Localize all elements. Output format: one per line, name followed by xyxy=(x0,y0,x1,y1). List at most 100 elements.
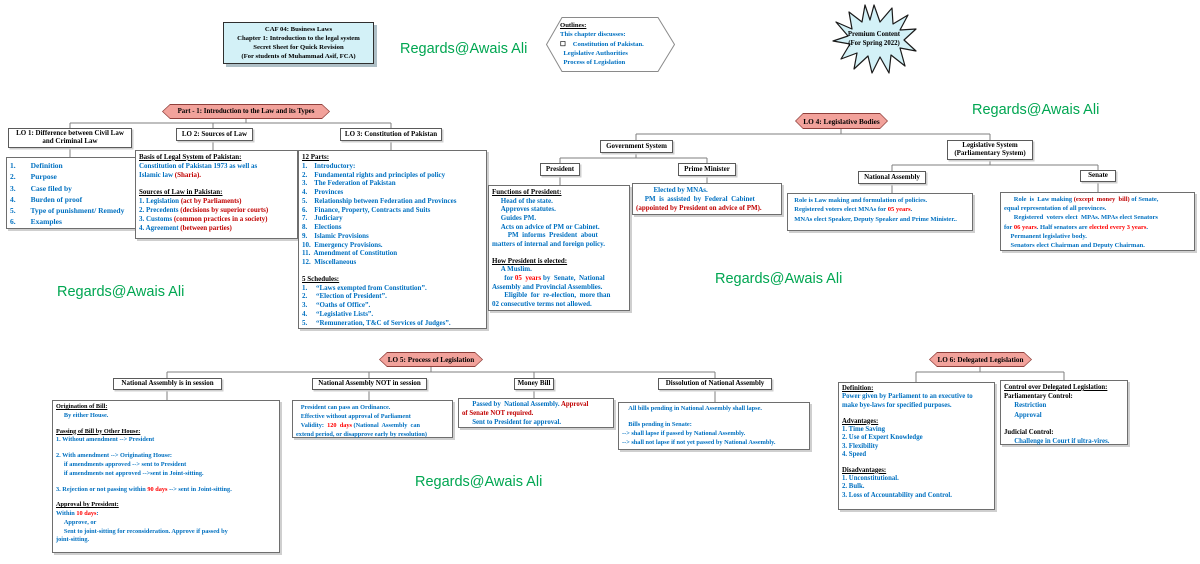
text-line: Premium Content xyxy=(847,31,901,38)
text-line: Bills pending in Senate: xyxy=(622,421,692,429)
text-line: 4. Speed xyxy=(842,450,867,458)
text-line: --> shall not lapse if not yet passed by… xyxy=(622,438,776,446)
watermark: Regards@Awais Ali xyxy=(57,284,185,300)
president-header: President xyxy=(540,163,580,176)
text-line: All bills pending in National Assembly s… xyxy=(622,405,762,412)
outlines-text: Outlines:This chapter discusses:☐ Consti… xyxy=(560,21,668,67)
text-line: Senators elect Chairman and Deputy Chair… xyxy=(1004,242,1145,250)
text-line: Role is Law making and formulation of po… xyxy=(791,197,928,204)
definition-box: Definition:Power given by Parliament to … xyxy=(838,382,995,510)
watermark: Regards@Awais Ali xyxy=(415,474,543,490)
text-line: President can pass an Ordinance. xyxy=(296,404,391,411)
text-line: Parliamentary Control: xyxy=(1004,393,1073,401)
lo4-header: LO 4: Legislative Bodies xyxy=(795,113,888,129)
text-line xyxy=(492,249,626,257)
watermark: Regards@Awais Ali xyxy=(400,41,528,57)
text-line: 1. Legislation (act by Parliaments) xyxy=(139,196,242,205)
text-line: Secret Sheet for Quick Revision xyxy=(253,44,344,51)
text-line: Head of the state. xyxy=(492,196,553,205)
text-line: Validity: 120 days (National Assembly ca… xyxy=(296,422,420,430)
control-box: Control over Delegated Legislation: Parli… xyxy=(1000,380,1128,445)
text-line xyxy=(56,420,276,427)
text-line: A Muslim. xyxy=(492,265,532,274)
text-line: Judicial Control: xyxy=(1004,428,1054,436)
text-line xyxy=(622,414,806,421)
text-line: of Senate NOT required. xyxy=(462,409,534,417)
text-line: Legislative Authorities xyxy=(560,49,628,57)
text-line: --> shall lapse if passed by National As… xyxy=(622,429,746,437)
text-line: for 05 years by Senate, National xyxy=(492,274,605,283)
text-line xyxy=(842,410,991,418)
text-line: Process of Legislation xyxy=(560,59,626,66)
text-line xyxy=(302,267,483,275)
text-line: 4. “Legislative Lists”. xyxy=(302,309,374,318)
text-line: 12. Miscellaneous xyxy=(302,258,357,266)
national-assembly-header: National Assembly xyxy=(858,171,926,184)
text-line: (For students of Muhammad Asif, FCA) xyxy=(241,53,356,61)
government-system-header: Government System xyxy=(600,140,673,153)
text-line: Elected by MNAs. xyxy=(636,186,708,194)
text-line: Power given by Parliament to an executiv… xyxy=(842,393,973,401)
text-line: PM is assisted by Federal Cabinet xyxy=(636,194,755,203)
text-line: Permanent legislative body. xyxy=(1004,232,1087,240)
text-line: Definition: xyxy=(842,385,874,392)
premium-text: Premium Content(For Spring 2022) xyxy=(840,30,908,48)
text-line: Sent to President for approval. xyxy=(462,418,562,426)
money-bill-header: Money Bill xyxy=(514,378,554,390)
text-line: Basis of Legal System of Pakistan: xyxy=(139,153,242,161)
text-line: Registered voters elect MPAs. MPAs elect… xyxy=(1004,214,1158,222)
text-line: Approval by President: xyxy=(56,501,119,509)
text-line: 3. Rejection or not passing within 90 da… xyxy=(56,485,232,493)
legislative-system-header: Legislative System(Parliamentary System) xyxy=(947,140,1033,160)
text-line: 6. Finance, Property, Contracts and Suit… xyxy=(302,205,431,214)
lo2-header: LO 2: Sources of Law xyxy=(176,128,253,141)
text-line: Constitution of Pakistan 1973 as well as xyxy=(139,161,258,170)
text-line: Effective without approval of Parliament xyxy=(296,413,411,421)
text-line: Approves statutes. xyxy=(492,205,556,214)
lo3-header: LO 3: Constitution of Pakistan xyxy=(340,128,442,141)
text-line: 7. Judiciary xyxy=(302,214,343,223)
text-line: Passed by National Assembly. Approval xyxy=(462,401,589,408)
text-line: 2. With amendment --> Originating House: xyxy=(56,452,173,460)
president-content-box: Functions of President: Head of the stat… xyxy=(488,185,630,311)
text-line: Outlines: xyxy=(560,22,587,29)
text-line: 1. Introductory: xyxy=(302,161,356,170)
text-line: 3. The Federation of Pakistan xyxy=(302,179,396,188)
na-in-session-header: National Assembly is in session xyxy=(113,378,222,390)
watermark: Regards@Awais Ali xyxy=(972,102,1100,118)
text-line: 1. Without amendment --> President xyxy=(56,436,155,444)
text-line: 11. Amendment of Constitution xyxy=(302,249,398,258)
text-line: 5. Type of punishment/ Remedy xyxy=(10,206,125,215)
text-line: 3. “Oaths of Office”. xyxy=(302,301,371,310)
na-in-session-box: Origination of Bill: By either House.Pas… xyxy=(52,400,280,553)
text-line xyxy=(139,180,294,188)
text-line: Guides PM. xyxy=(492,214,537,223)
text-line: Control over Delegated Legislation: xyxy=(1004,384,1108,391)
text-line xyxy=(842,459,991,467)
text-line: matters of internal and foreign policy. xyxy=(492,240,606,249)
text-line: Challenge in Court if ultra-vires. xyxy=(1004,437,1110,445)
text-line: 9. Islamic Provisions xyxy=(302,231,369,240)
premium-starburst: Premium Content(For Spring 2022) xyxy=(830,3,918,77)
text-line: PM informs President about xyxy=(492,231,598,240)
text-line: 2. Fundamental rights and principles of … xyxy=(302,170,446,179)
text-line xyxy=(56,478,276,485)
text-line: Sent to joint-sitting for reconsideratio… xyxy=(56,527,228,535)
text-line: 1. “Laws exempted from Constitution”. xyxy=(302,283,427,292)
text-line: MNAs elect Speaker, Deputy Speaker and P… xyxy=(791,215,957,223)
text-line: equal representation of all provinces. xyxy=(1004,205,1107,213)
text-line: By either House. xyxy=(56,411,109,419)
text-line: 3. Customs (common practices in a societ… xyxy=(139,214,268,223)
watermark: Regards@Awais Ali xyxy=(715,271,843,287)
text-line: 5. “Remuneration, T&C of Services of Jud… xyxy=(302,318,451,327)
starburst-shape xyxy=(832,4,917,74)
text-line: Acts on advice of PM or Cabinet. xyxy=(492,222,600,231)
text-line: CAF 04: Business Laws xyxy=(264,25,333,33)
text-line: 5. Relationship between Federation and P… xyxy=(302,196,457,205)
text-line: Registered voters elect MNAs for 05 year… xyxy=(791,206,913,214)
na-not-in-session-header: National Assembly NOT in session xyxy=(312,378,427,390)
text-line: Passing of Bill by Other House: xyxy=(56,427,141,435)
text-line: 2. Use of Expert Knowledge xyxy=(842,434,923,442)
